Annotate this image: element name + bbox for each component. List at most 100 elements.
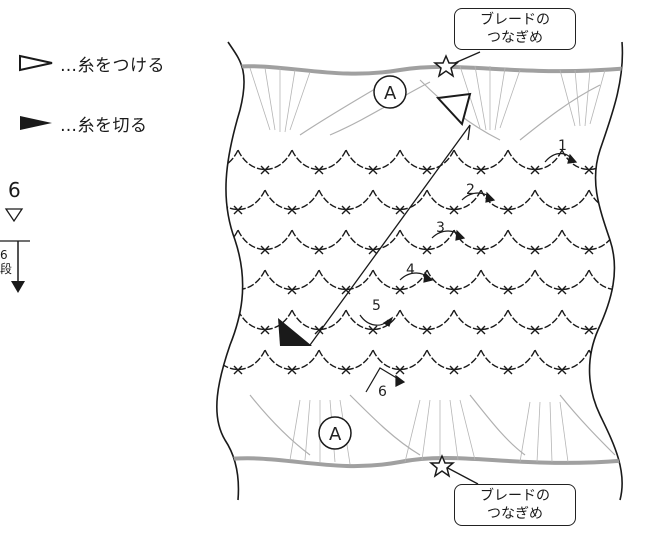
chain-loop — [399, 149, 455, 171]
single-crochet-mark — [368, 245, 378, 255]
braid-join-star-icon-bottom — [428, 454, 456, 478]
single-crochet-mark — [260, 325, 270, 335]
row-number-5: 5 — [372, 298, 381, 314]
single-crochet-mark — [287, 205, 297, 215]
chain-loop — [507, 229, 563, 251]
chain-loop — [480, 269, 536, 291]
chain-loop — [643, 270, 652, 290]
single-crochet-mark — [260, 245, 270, 255]
chain-loop — [426, 269, 482, 291]
single-crochet-mark — [314, 245, 324, 255]
chain-loop — [534, 349, 590, 371]
chain-loop — [291, 309, 347, 331]
chain-loop — [291, 149, 347, 171]
legend: …糸をつける …糸を切る — [18, 48, 165, 168]
motif-a-label-bottom: A — [329, 424, 342, 445]
side-filled-triangle-icon — [11, 281, 25, 293]
chain-loop — [480, 349, 536, 371]
single-crochet-mark — [530, 165, 540, 175]
side-rows-label: 6 段 — [0, 248, 13, 276]
chain-loop — [615, 229, 623, 251]
chain-loop — [264, 269, 320, 291]
side-row-number: 6 — [8, 178, 21, 202]
chain-loop — [345, 149, 401, 171]
single-crochet-mark — [314, 165, 324, 175]
chart-cut-triangle-icon — [278, 318, 312, 346]
chain-loop — [534, 269, 590, 291]
single-crochet-mark — [395, 365, 405, 375]
single-crochet-mark — [207, 326, 215, 334]
chain-loop — [561, 309, 617, 331]
chain-loop — [426, 349, 482, 371]
callout-braid-join-top: ブレードの つなぎめ — [454, 8, 576, 50]
fabric-outline — [216, 41, 245, 501]
single-crochet-mark — [449, 365, 459, 375]
motif-a-label-top: A — [384, 83, 397, 104]
single-crochet-mark — [503, 205, 513, 215]
side-marker-arrows — [0, 208, 30, 293]
single-crochet-mark — [422, 325, 432, 335]
chain-net — [216, 149, 652, 371]
single-crochet-mark — [449, 205, 459, 215]
motif-a-circle-top — [373, 75, 407, 109]
legend-attach-label: …糸をつける — [60, 55, 165, 76]
motif-a-circle-bottom — [318, 416, 352, 450]
single-crochet-mark — [422, 245, 432, 255]
chain-loop — [291, 229, 347, 251]
single-crochet-mark — [557, 205, 567, 215]
single-crochet-mark — [611, 205, 621, 215]
single-crochet-mark — [503, 285, 513, 295]
callout-braid-join-bottom: ブレードの つなぎめ — [454, 484, 576, 526]
chain-loop — [216, 229, 239, 251]
chain-loop — [318, 349, 374, 371]
single-crochet-mark — [233, 365, 243, 375]
single-crochet-mark — [233, 205, 243, 215]
chain-loop — [399, 309, 455, 331]
single-crochet-mark — [233, 285, 243, 295]
single-crochet-mark — [368, 325, 378, 335]
chain-loop — [216, 269, 266, 291]
single-crochet-mark — [476, 325, 486, 335]
single-crochet-mark — [530, 325, 540, 335]
single-crochet-mark — [422, 165, 432, 175]
single-crochet-mark — [341, 205, 351, 215]
single-crochet-mark — [584, 245, 594, 255]
legend-row-attach: …糸をつける — [18, 48, 165, 78]
single-crochet-mark — [584, 165, 594, 175]
single-crochet-mark — [584, 325, 594, 335]
diagonal-rows — [309, 124, 471, 346]
row-number-2: 2 — [466, 182, 475, 198]
legend-cut-label: …糸を切る — [60, 115, 148, 136]
single-crochet-mark — [476, 245, 486, 255]
chain-loop — [318, 269, 374, 291]
bottom-braid — [219, 394, 623, 469]
single-crochet-mark — [476, 165, 486, 175]
row-number-4: 4 — [406, 262, 415, 278]
single-crochet-mark — [314, 325, 324, 335]
single-crochet-mark — [503, 365, 513, 375]
braid-join-star-icon-top — [432, 54, 460, 78]
chain-loop — [643, 190, 652, 210]
chain-loop — [507, 309, 563, 331]
chain-loop — [534, 189, 590, 211]
chain-loop — [237, 149, 293, 171]
row-number-1: 1 — [558, 138, 567, 154]
chain-loop — [453, 149, 509, 171]
chain-loop — [453, 309, 509, 331]
side-hollow-triangle-icon — [4, 208, 24, 223]
single-crochet-mark — [449, 285, 459, 295]
row-arrows — [359, 152, 578, 393]
hollow-triangle-icon — [19, 54, 53, 72]
single-crochet-mark — [368, 165, 378, 175]
single-crochet-mark — [207, 246, 215, 254]
single-crochet-mark — [557, 285, 567, 295]
chain-loop — [453, 229, 509, 251]
single-crochet-mark — [639, 246, 647, 254]
chain-loop — [507, 149, 563, 171]
chain-loop — [216, 309, 239, 331]
chain-loop — [372, 189, 428, 211]
row-number-3: 3 — [436, 220, 445, 236]
chart-attach-triangle-icon — [435, 92, 472, 127]
chain-loop — [372, 349, 428, 371]
